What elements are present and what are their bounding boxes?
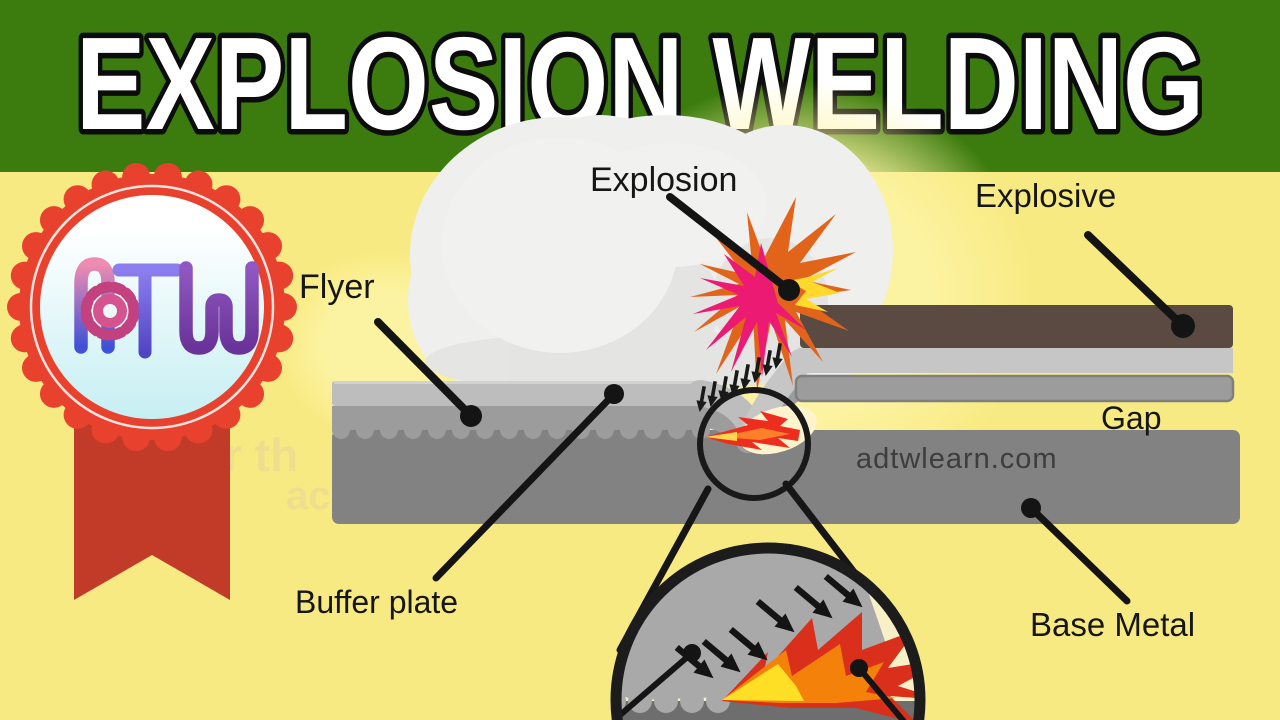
buffer-plate-leader — [432, 384, 624, 582]
collision-zoom-circle — [697, 387, 811, 501]
decor-shape — [620, 421, 638, 439]
detail-zoom-circle — [610, 542, 926, 720]
rosette-ring — [29, 184, 275, 430]
zoom-jet-flame — [722, 612, 920, 720]
explosion-leader — [666, 193, 800, 301]
decor-shape — [524, 421, 542, 439]
decor-shape — [654, 689, 678, 713]
decor-shape — [356, 421, 374, 439]
decor-shape — [404, 421, 422, 439]
decor-shape — [596, 421, 614, 439]
logo-letter-n — [74, 257, 115, 354]
ribbon-tail — [74, 400, 230, 600]
flyer-leader — [374, 318, 482, 427]
header-banner: EXPLOSION WELDING — [0, 0, 1280, 172]
burst-core — [789, 268, 840, 312]
flyer-plate-right — [794, 374, 1235, 403]
zoom-callout-leaders — [616, 644, 909, 720]
badge-inner-disc — [40, 195, 264, 419]
buffer-plate-right — [798, 348, 1233, 373]
decor-shape — [332, 421, 350, 439]
decor-shape — [548, 421, 566, 439]
explosion-label: Explosion — [590, 161, 738, 199]
decor-shape — [680, 689, 704, 713]
watermark-fragment-1: r th — [224, 429, 299, 481]
watermark-fragment-2: ac — [286, 474, 331, 518]
title-art: EXPLOSION WELDING — [71, 5, 1210, 163]
gear-icon — [80, 281, 140, 341]
explosive-leader — [1084, 231, 1195, 338]
decor-shape — [476, 421, 494, 439]
flyer-label: Flyer — [299, 268, 375, 306]
base-metal-label: Base Metal — [1030, 606, 1196, 643]
decor-shape — [428, 421, 446, 439]
base-metal-leader — [1021, 498, 1131, 605]
weld-jet-flame — [705, 405, 817, 455]
explosion-burst — [690, 197, 856, 392]
decor-shape — [380, 421, 398, 439]
label-leaders — [374, 193, 1195, 605]
badge-art — [7, 162, 297, 600]
logo-letter-w — [179, 261, 259, 355]
logo-letter-t — [112, 263, 184, 359]
page-title: EXPLOSION WELDING — [76, 10, 1204, 157]
buffer-plate-left — [332, 381, 704, 406]
decor-shape — [644, 421, 662, 439]
explosive-layer — [800, 305, 1233, 348]
site-watermark: adtwlearn.com — [856, 443, 1058, 475]
buffer-plate-label: Buffer plate — [295, 584, 459, 620]
zoom-flyer — [616, 548, 886, 720]
explosive-label: Explosive — [975, 177, 1117, 214]
decor-shape — [668, 421, 686, 439]
gap-label: Gap — [1101, 400, 1162, 436]
decor-shape — [500, 421, 518, 439]
decor-shape — [706, 689, 730, 713]
ndtw-logo — [74, 257, 259, 359]
buffer-highlight — [334, 381, 702, 384]
channel-badge — [0, 155, 320, 645]
